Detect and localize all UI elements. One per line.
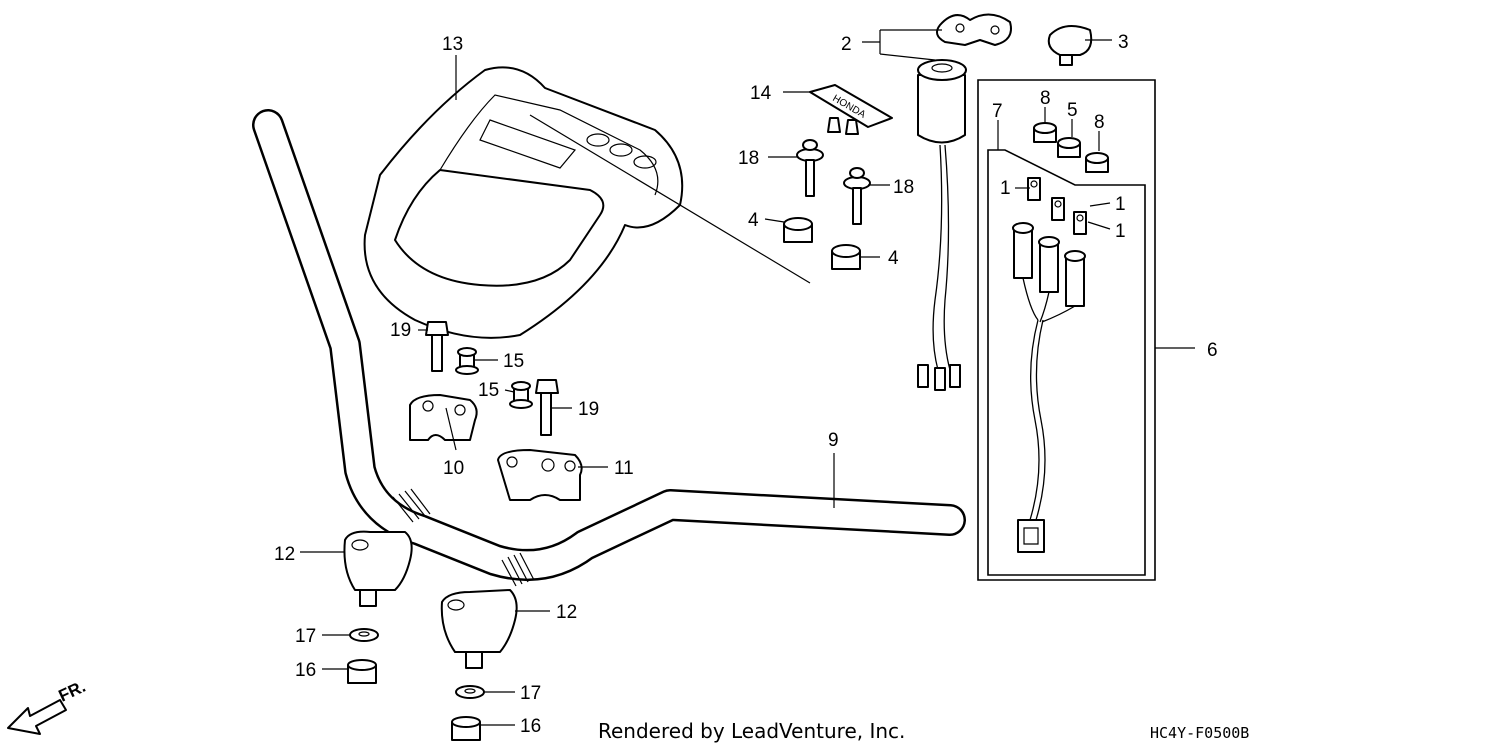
label-1c: 1 [1115,221,1126,242]
label-15a: 15 [503,351,524,372]
harness-box [977,79,1156,581]
label-18b: 18 [893,177,914,198]
label-7: 7 [992,101,1003,122]
washer-17-a [349,628,379,642]
label-15b: 15 [478,380,499,401]
label-1a: 1 [1000,178,1011,199]
diagram-code: HC4Y-F0500B [1150,724,1249,742]
label-5: 5 [1067,100,1078,121]
washer-17-b [455,685,485,699]
label-8a: 8 [1040,88,1051,109]
label-4a: 4 [748,210,759,231]
label-13: 13 [442,34,463,55]
label-8b: 8 [1094,112,1105,133]
collar-15-b [509,381,533,409]
label-14: 14 [750,83,772,104]
honda-emblem: HONDA [809,84,893,135]
lower-holder-12-a [343,530,413,607]
ignition-switch [917,59,967,391]
label-3: 3 [1118,32,1129,53]
callout-labels: 13 2 3 14 18 18 4 4 8 5 8 7 1 1 1 6 9 10… [274,32,1218,737]
nut-16-a [347,659,377,684]
front-direction-arrow: FR. [7,677,89,735]
indicator-lenses [1033,122,1109,173]
label-19b: 19 [578,399,599,420]
handlebar-pipe [252,109,966,587]
screw-18-a [796,139,824,197]
label-10: 10 [443,458,464,479]
screw-18-b [843,167,871,225]
label-12b: 12 [556,602,577,623]
label-17a: 17 [295,626,316,647]
handlebar-cover [363,66,811,339]
label-12a: 12 [274,544,295,565]
label-11: 11 [614,458,634,479]
indicator-bulbs [1027,177,1087,235]
leader-lines [300,29,1195,726]
credit-text: Rendered by LeadVenture, Inc. [598,719,905,743]
lower-holder-12-b [440,589,518,669]
nut-16-b [451,716,481,741]
switch-cap [1047,25,1093,66]
bolt-19-b [535,379,559,436]
upper-holder-11 [497,449,583,501]
collar-15-a [455,347,479,375]
label-6: 6 [1207,340,1218,361]
label-16a: 16 [295,660,316,681]
label-1b: 1 [1115,194,1126,215]
label-9: 9 [828,430,839,451]
indicator-sockets [1012,222,1086,553]
label-4b: 4 [888,248,899,269]
label-19a: 19 [390,320,411,341]
label-17b: 17 [520,683,541,704]
label-18a: 18 [738,148,759,169]
grommet-4-a [783,217,813,243]
bolt-19-a [425,321,449,372]
upper-holder-10 [409,394,478,441]
label-2: 2 [841,34,852,55]
ignition-key [935,13,1012,46]
grommet-4-b [831,244,861,270]
label-16b: 16 [520,716,541,737]
